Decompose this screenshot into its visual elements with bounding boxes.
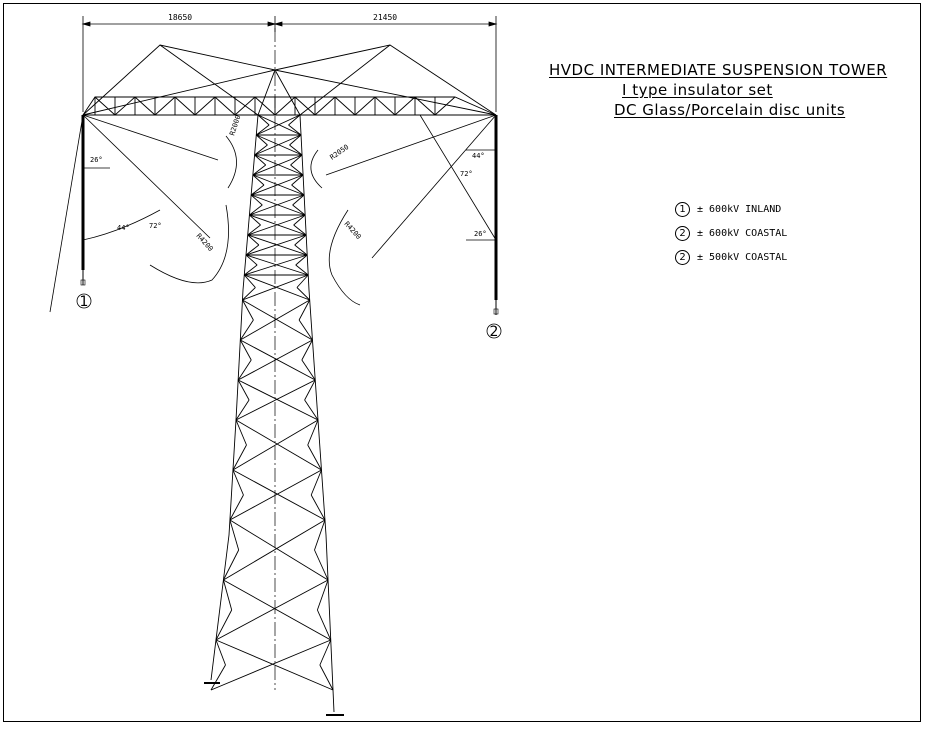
left-clearance-lines	[49, 114, 237, 313]
legend-text-3: ± 500kV COASTAL	[697, 252, 788, 263]
right-angle-low: 26°	[474, 230, 487, 238]
left-span-label: 18650	[168, 13, 192, 22]
left-insulator-string	[80, 115, 86, 286]
tower-structure	[82, 44, 497, 716]
right-angle-mid: 72°	[460, 170, 473, 178]
right-radius-small: R2050	[329, 143, 351, 162]
callout-right: 2	[486, 323, 502, 340]
legend-text-1: ± 600kV INLAND	[697, 204, 782, 215]
callout-right-number: 2	[490, 324, 499, 340]
left-radius-small: R2000	[228, 114, 242, 137]
left-angle-top: 26°	[90, 156, 103, 164]
right-span-label: 21450	[373, 13, 397, 22]
right-insulator-string	[493, 115, 499, 315]
left-angle-low: 72°	[149, 222, 162, 230]
sheet-border	[3, 3, 921, 722]
callout-left: 1	[76, 293, 92, 310]
title-sub-2: DC Glass/Porcelain disc units	[614, 101, 846, 119]
title-main: HVDC INTERMEDIATE SUSPENSION TOWER	[549, 61, 888, 79]
title-sub-1: I type insulator set	[622, 81, 773, 99]
callout-left-number: 1	[80, 294, 89, 310]
left-angle-mid: 44°	[117, 224, 130, 232]
right-angle-top: 44°	[472, 152, 485, 160]
right-clearance-lines	[310, 114, 497, 306]
legend-number-2: 2	[675, 226, 690, 241]
legend-number-1: 1	[675, 202, 690, 217]
legend-number-3: 2	[675, 250, 690, 265]
right-radius-large: R4200	[343, 220, 363, 241]
legend-text-2: ± 600kV COASTAL	[697, 228, 788, 239]
span-dimension	[81, 16, 498, 112]
left-radius-large: R4200	[195, 232, 215, 253]
